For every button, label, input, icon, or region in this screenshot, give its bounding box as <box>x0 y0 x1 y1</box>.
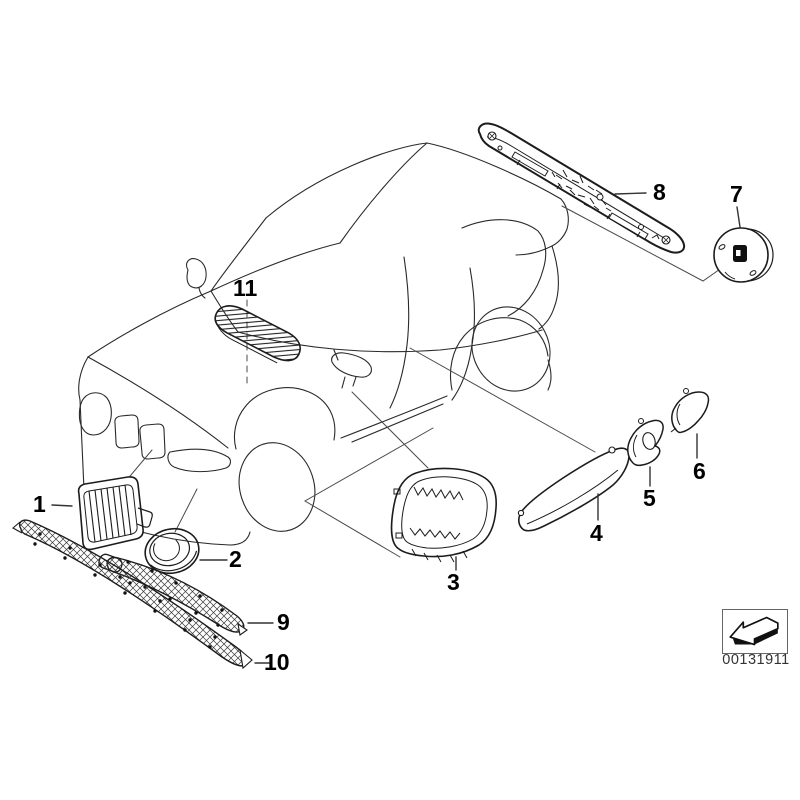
bumper-mesh-strip-lower-part <box>12 519 253 670</box>
callout-leader-lines <box>51 192 741 664</box>
handle-end-cover-keyhole-part <box>627 418 664 467</box>
callout-10[interactable]: 10 <box>264 649 290 675</box>
doc-number: 00131911 <box>722 652 790 668</box>
roundel-base-part <box>713 227 774 283</box>
mirror-cap-part <box>390 467 497 563</box>
fog-light-trim-ring-part <box>144 527 200 575</box>
handle-end-cover-part <box>670 388 710 434</box>
doc-icon-box <box>722 609 788 654</box>
callout-8[interactable]: 8 <box>653 179 666 205</box>
callout-9[interactable]: 9 <box>277 609 290 635</box>
vehicle-outline <box>78 142 569 546</box>
callout-5[interactable]: 5 <box>643 485 656 511</box>
tailgate-grip-strip-part <box>477 122 686 254</box>
door-handle-cover-part <box>517 446 630 532</box>
kidney-grille-part <box>77 476 153 551</box>
callout-6[interactable]: 6 <box>693 458 706 484</box>
callout-2[interactable]: 2 <box>229 546 242 572</box>
callout-7[interactable]: 7 <box>730 181 743 207</box>
direction-arrow-icon <box>729 616 779 646</box>
hood-vent-grille-part <box>214 305 301 364</box>
callout-4[interactable]: 4 <box>590 520 603 546</box>
callout-1[interactable]: 1 <box>33 491 46 517</box>
callout-11[interactable]: 11 <box>233 275 258 301</box>
callout-3[interactable]: 3 <box>447 569 460 595</box>
